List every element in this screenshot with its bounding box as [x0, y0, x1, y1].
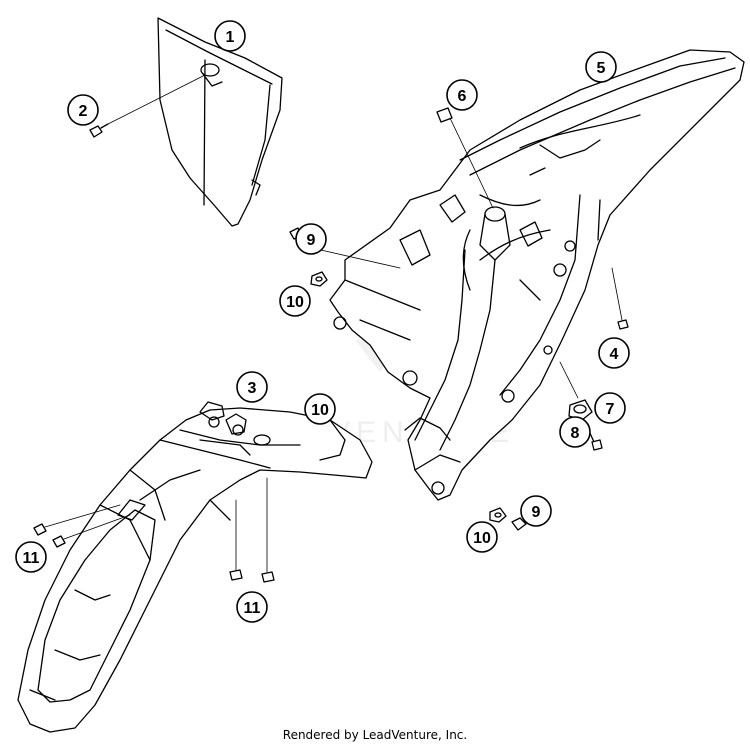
screw-11-bottom-a	[229, 499, 243, 581]
callout-circle	[446, 79, 478, 111]
grommet-7	[559, 361, 593, 421]
footer-credit: Rendered by LeadVenture, Inc.	[282, 728, 468, 742]
callout-number: 3	[248, 380, 257, 397]
callout-circle	[15, 541, 47, 573]
front-fender	[17, 401, 373, 733]
screw-4	[611, 267, 629, 330]
callout-number: 11	[244, 600, 261, 617]
callout-circle	[295, 223, 327, 255]
callout-number: 9	[532, 504, 541, 521]
screw-2	[89, 74, 206, 138]
nut-10-lower	[489, 507, 507, 523]
callout-number: 9	[307, 232, 316, 249]
callout-circle	[214, 20, 246, 52]
callout-number: 2	[79, 103, 88, 120]
screw-11-left-b	[52, 514, 131, 548]
callout-number: 4	[610, 346, 619, 363]
grommet-6	[436, 107, 494, 209]
rear-fender	[329, 49, 745, 501]
callout-number: 10	[473, 530, 491, 547]
screw-11-left-a	[33, 504, 121, 536]
callout-number: 5	[597, 60, 606, 77]
callout-group: 1 2 3 4 5 6 7 8 9 9 10 10 10 11 11	[15, 20, 630, 623]
callout-number: 11	[23, 550, 40, 567]
callout-circle	[236, 591, 268, 623]
callout-circle	[559, 416, 591, 448]
callout-circle	[594, 392, 626, 424]
callout-number: 10	[286, 294, 304, 311]
callout-circle	[466, 521, 498, 553]
callout-number: 8	[571, 425, 580, 442]
callout-number: 6	[458, 88, 467, 105]
screw-9-lower	[511, 517, 527, 531]
callout-number: 10	[311, 402, 329, 419]
callout-circle	[520, 495, 552, 527]
callout-number: 7	[606, 401, 615, 418]
number-plate	[157, 17, 283, 227]
callout-circle	[236, 371, 268, 403]
callout-circle	[585, 51, 617, 83]
callout-circle	[598, 337, 630, 369]
callout-circle	[67, 94, 99, 126]
nut-10-upper	[310, 271, 328, 287]
callout-number: 1	[226, 29, 235, 46]
callout-circle	[279, 285, 311, 317]
callout-circle	[304, 393, 336, 425]
screw-11-bottom-b	[261, 477, 275, 583]
